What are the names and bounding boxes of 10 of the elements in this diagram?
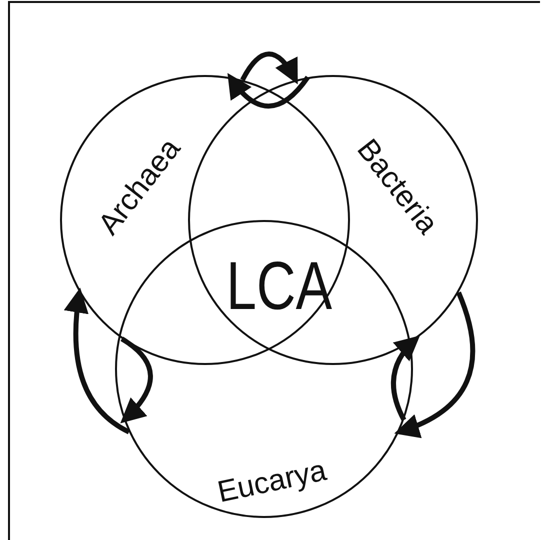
circle-label: Eucarya [215,456,329,508]
curved-arrow [391,335,420,422]
curved-arrow [240,51,298,84]
venn-circle [60,75,350,365]
curved-arrow [227,73,310,109]
venn-circle [188,75,478,365]
center-label: LCA [226,252,332,320]
curved-arrow [120,336,153,424]
curved-arrow [394,292,476,438]
curved-arrow [64,288,130,434]
